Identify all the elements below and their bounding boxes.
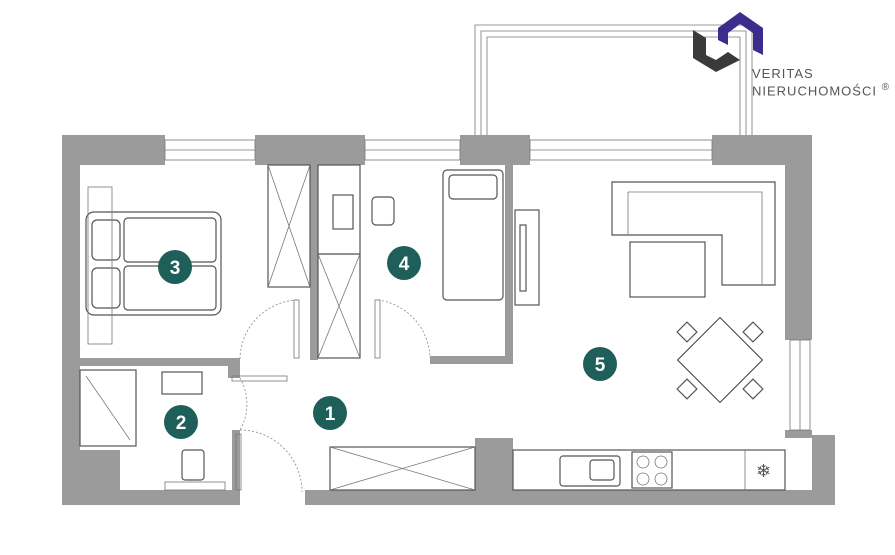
room-badge-1: 1 — [313, 396, 347, 430]
doors — [231, 299, 431, 493]
logo-text-line2: NIERUCHOMOŚCI ® — [752, 82, 890, 98]
room-badge-5: 5 — [583, 347, 617, 381]
room-number: 1 — [325, 404, 336, 425]
room-number: 3 — [170, 258, 181, 279]
room-badge-4: 4 — [387, 246, 421, 280]
balcony — [474, 24, 753, 135]
kitchen-counter: ❄ — [512, 449, 786, 491]
fridge-snowflake-icon: ❄ — [756, 461, 771, 481]
wardrobe — [267, 164, 476, 491]
logo-name: NIERUCHOMOŚCI — [752, 83, 877, 99]
logo-text-line1: VERITAS — [752, 66, 814, 81]
bathroom-fixtures — [79, 369, 226, 491]
room-number: 2 — [176, 413, 187, 434]
bed-double — [85, 186, 222, 345]
windows — [164, 139, 811, 431]
sofa — [611, 181, 776, 298]
registered-mark: ® — [881, 82, 890, 93]
desk — [317, 164, 395, 255]
tv-unit — [514, 209, 540, 306]
room-badge-3: 3 — [158, 250, 192, 284]
veritas-logo-icon — [693, 12, 763, 72]
room-number: 5 — [595, 355, 606, 376]
walls — [62, 135, 835, 505]
dining-table — [676, 316, 764, 404]
room-number: 4 — [399, 254, 410, 275]
room-badge-2: 2 — [164, 405, 198, 439]
bed-single — [442, 169, 504, 301]
